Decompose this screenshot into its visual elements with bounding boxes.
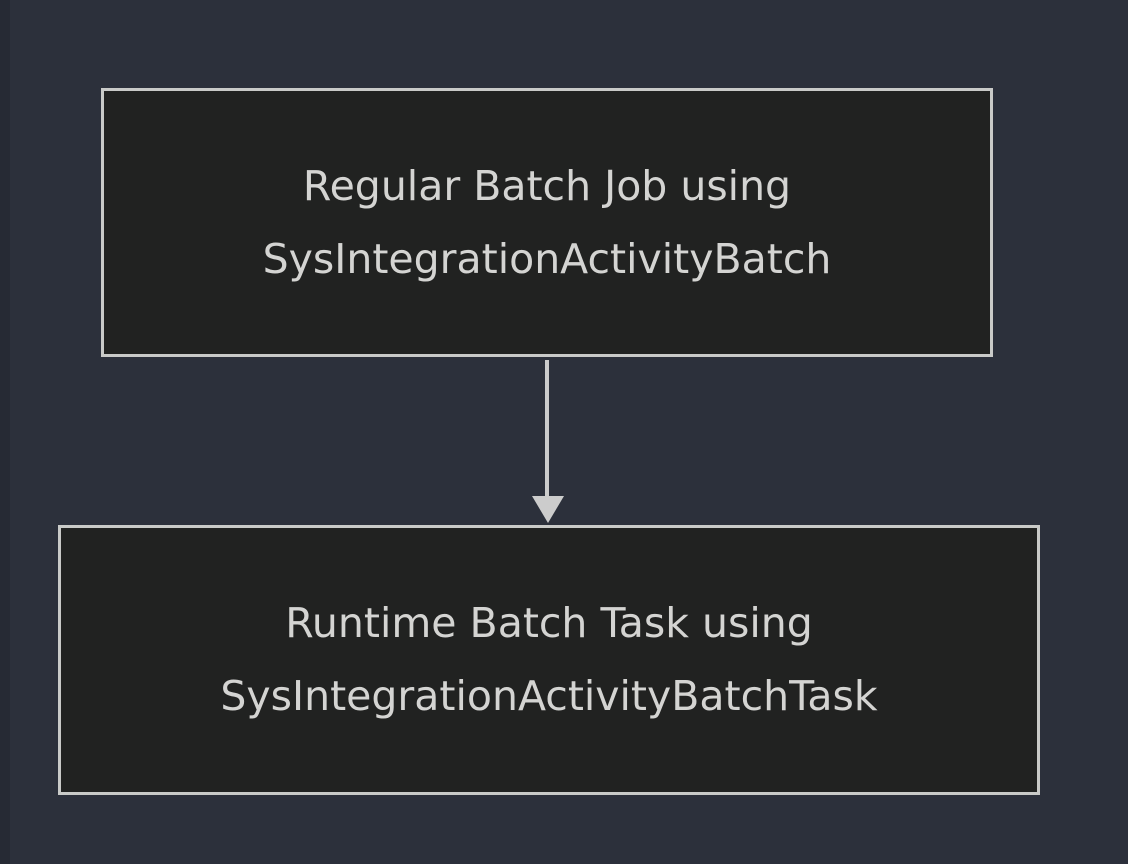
- node-regular-batch-job: Regular Batch Job using SysIntegrationAc…: [101, 88, 993, 357]
- connector-line: [545, 360, 549, 500]
- node-regular-batch-job-line-2: SysIntegrationActivityBatch: [262, 234, 832, 283]
- left-edge-strip: [0, 0, 10, 864]
- node-runtime-batch-task: Runtime Batch Task using SysIntegrationA…: [58, 525, 1040, 795]
- arrow-down-icon: [532, 496, 564, 523]
- node-regular-batch-job-line-1: Regular Batch Job using: [302, 161, 792, 210]
- node-runtime-batch-task-line-2: SysIntegrationActivityBatchTask: [220, 672, 878, 720]
- node-runtime-batch-task-line-1: Runtime Batch Task using: [285, 599, 813, 647]
